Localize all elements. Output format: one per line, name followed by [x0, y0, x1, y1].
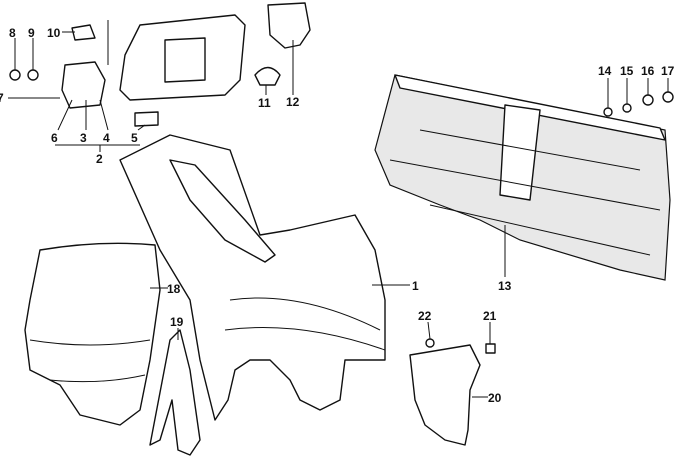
callout-labels: 8 9 10 7 6 3 4 5 2 11 12 14 15 16 17 1 1… [0, 26, 675, 405]
callout-13: 13 [498, 279, 512, 293]
trim-part-19 [149, 329, 201, 456]
callout-22: 22 [418, 309, 432, 323]
leader-lines [8, 31, 669, 398]
callout-7: 7 [0, 91, 4, 105]
part-11 [254, 66, 281, 86]
callout-4: 4 [103, 131, 110, 145]
callout-15: 15 [620, 64, 634, 78]
callout-20: 20 [488, 391, 502, 405]
quarter-panel-part-1 [119, 134, 386, 421]
callout-11: 11 [258, 96, 271, 110]
callout-8: 8 [9, 26, 16, 40]
door-part-18 [24, 242, 161, 426]
fuel-flap-part-2 [61, 14, 246, 127]
callout-1: 1 [412, 279, 419, 293]
callout-10: 10 [47, 26, 61, 40]
callout-18: 18 [167, 282, 181, 296]
callout-6: 6 [51, 131, 58, 145]
callout-2: 2 [96, 152, 103, 166]
callout-5: 5 [131, 131, 138, 145]
callout-19: 19 [170, 315, 184, 329]
callout-9: 9 [28, 26, 35, 40]
callout-3: 3 [80, 131, 87, 145]
callout-21: 21 [483, 309, 497, 323]
callout-17: 17 [661, 64, 675, 78]
splash-shield-part-20 [409, 344, 481, 446]
callout-16: 16 [641, 64, 655, 78]
callout-12: 12 [286, 95, 300, 109]
fasteners [9, 69, 674, 354]
callout-14: 14 [598, 64, 612, 78]
part-12 [267, 2, 311, 49]
rear-panel-part-13 [374, 74, 671, 281]
